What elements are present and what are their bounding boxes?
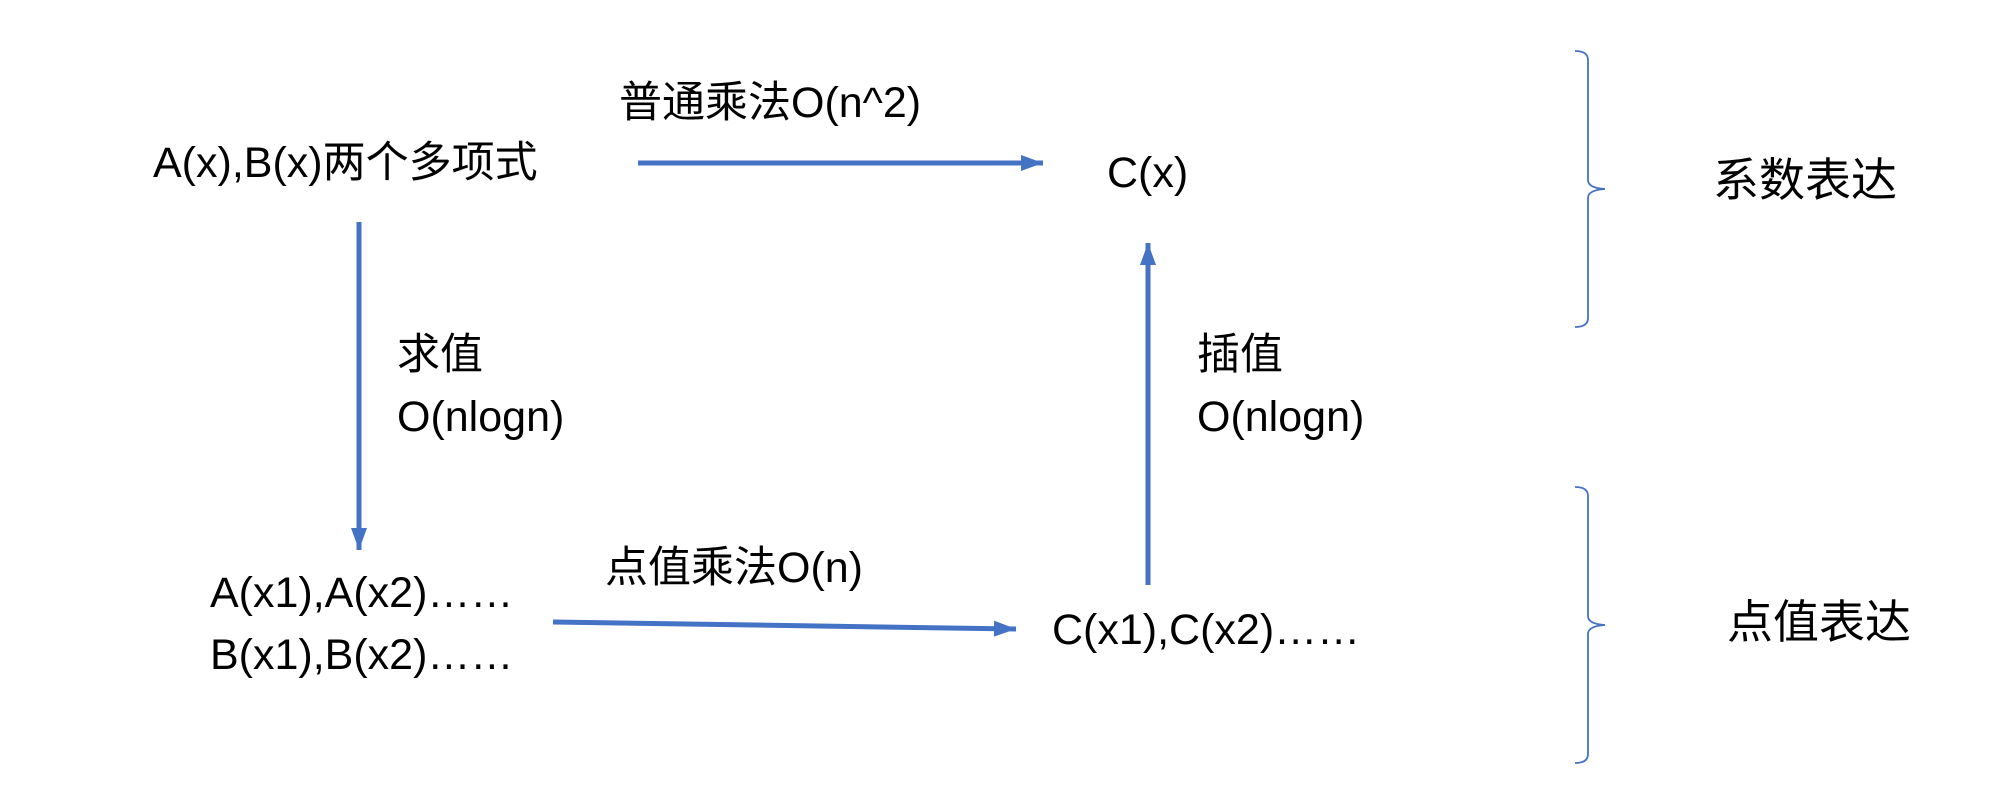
interpolation-label: 插值 O(nlogn): [1197, 324, 1364, 448]
interpolation-label-line1: 插值: [1197, 331, 1283, 379]
poly-input-text: A(x),B(x)两个多项式: [153, 139, 538, 187]
ordinary-mult-label: 普通乘法O(n^2): [619, 79, 922, 127]
point-value-brace: [1574, 486, 1606, 764]
point-values-text: A(x1),A(x2)…… B(x1),B(x2)……: [210, 562, 513, 686]
point-values-line2: B(x1),B(x2)……: [210, 631, 514, 679]
interpolation-label-line2: O(nlogn): [1197, 393, 1365, 441]
coefficient-brace: [1574, 50, 1606, 328]
point-value-repr-label: 点值表达: [1727, 596, 1911, 648]
point-mult-label: 点值乘法O(n): [605, 544, 863, 592]
evaluation-label-line1: 求值: [397, 331, 483, 379]
evaluation-label: 求值 O(nlogn): [397, 324, 564, 448]
coefficient-repr-label: 系数表达: [1713, 154, 1897, 206]
point-result-text: C(x1),C(x2)……: [1052, 606, 1361, 654]
poly-result-text: C(x): [1107, 149, 1189, 197]
evaluation-label-line2: O(nlogn): [397, 393, 565, 441]
point-values-line1: A(x1),A(x2)……: [210, 569, 514, 617]
point-mult-arrow: [552, 619, 1017, 637]
